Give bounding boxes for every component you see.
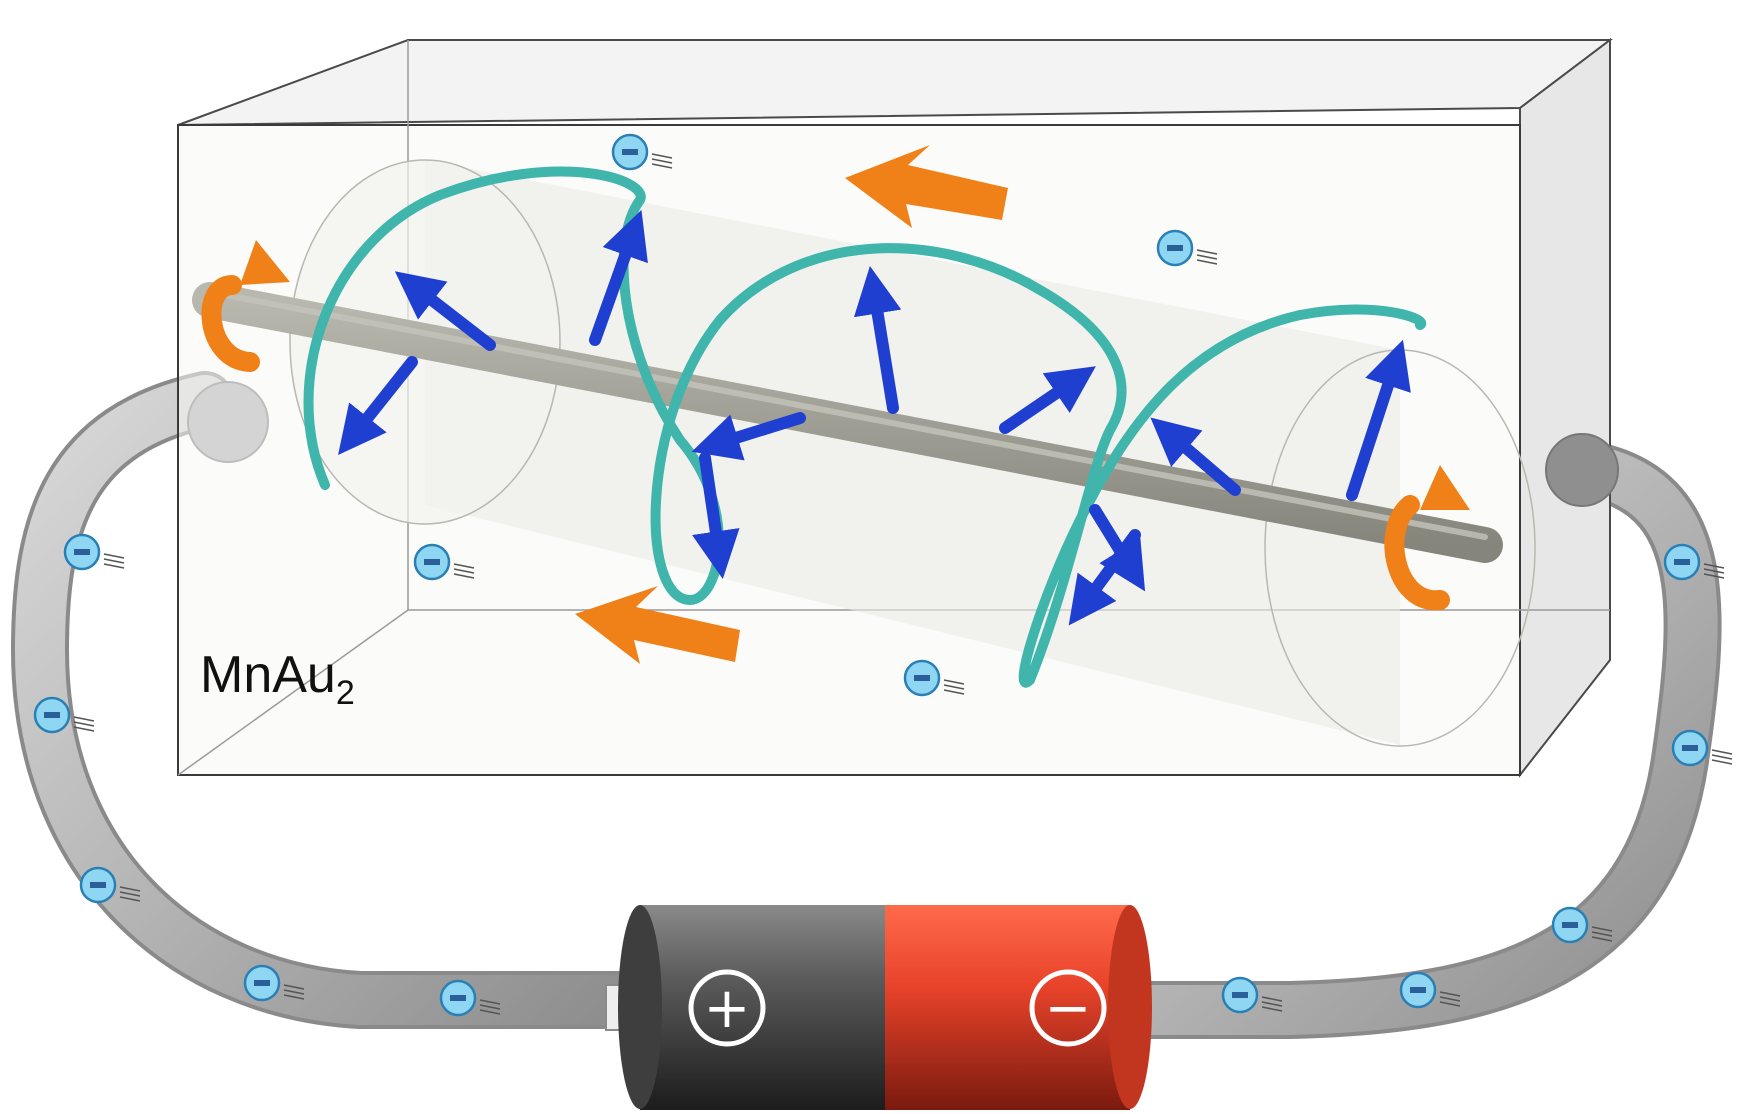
spin-vector-icon bbox=[692, 452, 740, 579]
rotation-arrows bbox=[201, 240, 1470, 611]
spin-vector-icon bbox=[589, 209, 648, 346]
electron-icon bbox=[79, 866, 141, 904]
left-terminal-cap bbox=[187, 381, 269, 463]
electrons bbox=[33, 133, 1733, 1017]
electron-icon bbox=[63, 533, 125, 571]
spin-helix bbox=[303, 166, 1427, 688]
material-label: MnAu2 bbox=[200, 646, 355, 712]
current-direction-arrow-icon bbox=[575, 586, 740, 664]
spin-vector-icon bbox=[691, 412, 806, 461]
electron-icon bbox=[33, 696, 95, 734]
electron-icon bbox=[903, 659, 965, 697]
electron-icon bbox=[1156, 229, 1218, 267]
positive-terminal-label: + bbox=[704, 976, 751, 1041]
electron-icon bbox=[439, 979, 501, 1017]
negative-terminal-symbol bbox=[1029, 969, 1107, 1047]
axis-rod bbox=[192, 282, 1503, 563]
battery: + − bbox=[605, 905, 1152, 1110]
electron-icon bbox=[1221, 976, 1283, 1014]
rotation-arrow-icon bbox=[201, 275, 260, 372]
positive-terminal-symbol bbox=[688, 969, 766, 1047]
spin-vector-icon bbox=[1089, 504, 1146, 592]
material-subscript: 2 bbox=[336, 674, 355, 712]
right-terminal-cap bbox=[1545, 433, 1619, 507]
spin-vector-icon bbox=[999, 366, 1096, 434]
current-direction-arrow-icon bbox=[845, 145, 1008, 228]
electron-icon bbox=[413, 543, 475, 581]
rotation-arrow-icon bbox=[1384, 495, 1450, 611]
material-formula: MnAu bbox=[200, 646, 336, 704]
spin-vector-icon bbox=[853, 266, 902, 414]
spin-vector-icon bbox=[1346, 339, 1411, 501]
electron-icon bbox=[611, 133, 673, 171]
electron-icon bbox=[243, 964, 305, 1002]
electron-icon bbox=[1671, 729, 1733, 767]
negative-terminal-label: − bbox=[1045, 976, 1092, 1041]
spin-vector-icon bbox=[1068, 529, 1141, 626]
electron-icon bbox=[1399, 971, 1461, 1009]
spin-vector-icon bbox=[1150, 417, 1241, 496]
current-direction-arrows bbox=[575, 145, 1008, 664]
spin-vector-icon bbox=[394, 271, 496, 351]
electron-icon bbox=[1551, 906, 1613, 944]
spin-vector-icon bbox=[338, 356, 418, 456]
spin-vectors bbox=[338, 209, 1411, 626]
electron-icon bbox=[1663, 543, 1725, 581]
